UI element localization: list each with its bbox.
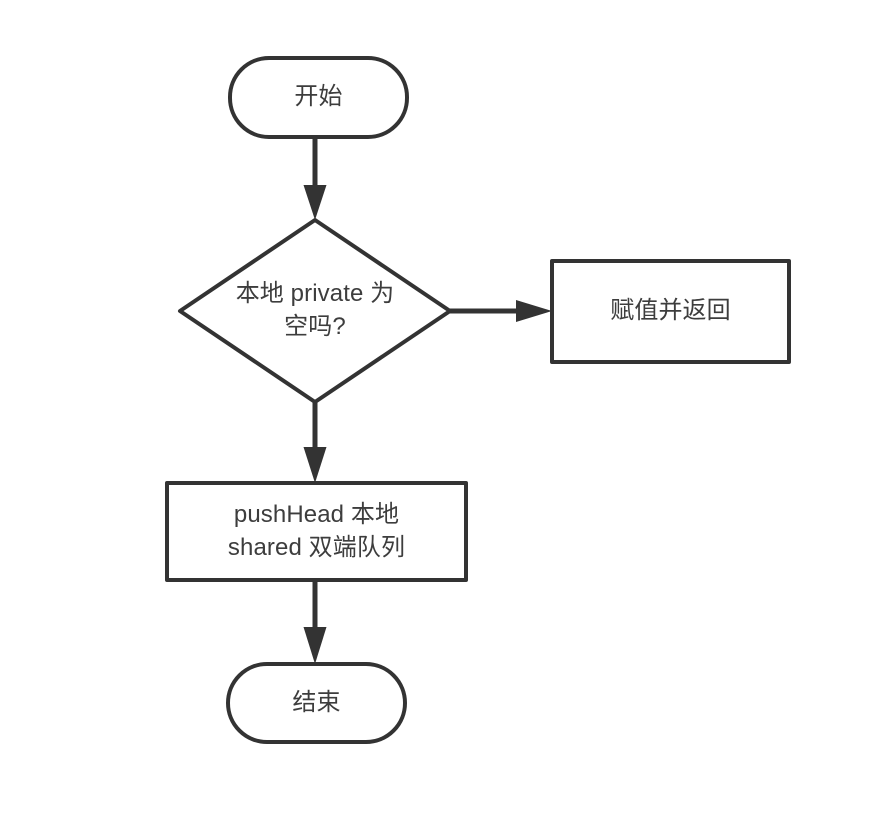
edge-push-to-end	[303, 580, 327, 664]
edge-start-to-decision	[303, 137, 327, 220]
node-assign-shape[interactable]	[550, 259, 791, 364]
node-start-shape[interactable]	[228, 56, 409, 139]
node-push-shape[interactable]	[165, 481, 468, 582]
edge-decision-to-push	[303, 402, 327, 483]
edge-decision-to-assign	[450, 300, 552, 322]
node-decision-shape[interactable]	[178, 218, 452, 404]
node-end-shape[interactable]	[226, 662, 407, 744]
